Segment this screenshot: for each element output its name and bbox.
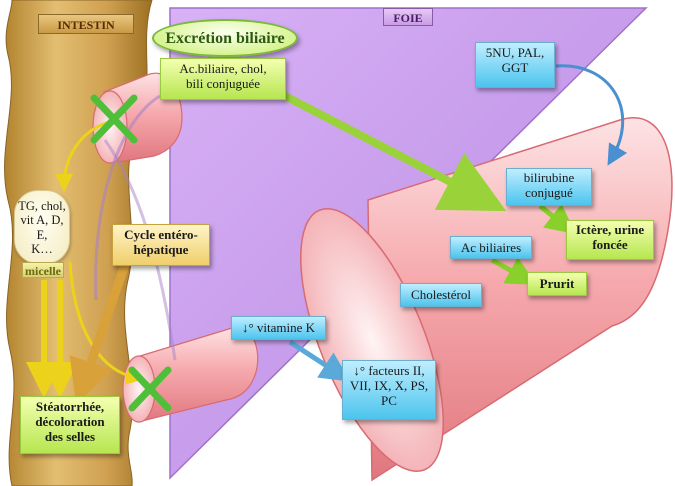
bile-duct-tube-lower (122, 326, 259, 423)
cycle-line: Cycle entéro- (124, 227, 198, 242)
arrow-to-lower-tube (68, 261, 144, 386)
steatorrhee-line: décoloration (35, 413, 105, 429)
arrow-bilirubine-to-ictere (538, 203, 576, 235)
ac-biliaires-box: Ac biliaires (450, 236, 532, 259)
bilirubine-line: conjugué (525, 184, 573, 200)
arrow-markers-to-bilirubine (555, 64, 628, 166)
steatorrhee-line: Stéatorrhée, (35, 399, 105, 414)
excretion-biliaire-badge: Excrétion biliaire (152, 19, 298, 57)
micelle-label: micelle (22, 262, 64, 278)
arrow-excretion-to-liver (260, 80, 507, 212)
tg-line: TG, chol, (18, 199, 66, 213)
ac-biliaire-line: Ac.biliaire, chol, (179, 61, 267, 76)
tg-line: K… (31, 242, 53, 257)
lipids-vitamins-bubble: TG, chol, vit A, D, E, K… (14, 190, 70, 264)
arrow-acbil-to-prurit (490, 257, 537, 285)
facteurs-line: VII, IX, X, PS, (349, 377, 429, 393)
arrow-cycle-to-steatorrhee (69, 260, 131, 405)
steatorrhee-box: Stéatorrhée, décoloration des selles (20, 396, 120, 454)
facteurs-line: ↓° facteurs II, (353, 363, 425, 378)
markers-line: 5NU, PAL, (485, 45, 545, 60)
ac-biliaire-line: bili conjuguée (185, 75, 260, 91)
ictere-line: Ictère, urine (575, 222, 645, 237)
vitamine-k-box: ↓° vitamine K (231, 316, 326, 340)
cycle-line: hépatique (133, 241, 189, 257)
facteurs-box: ↓° facteurs II, VII, IX, X, PS, PC (342, 360, 436, 420)
faint-flow-line (94, 94, 161, 301)
cholesterol-box: Cholestérol (400, 283, 482, 307)
block-cross-lower (128, 366, 172, 412)
markers-line: GGT (501, 59, 529, 75)
foie-label: FOIE (383, 8, 433, 26)
arrow-vitk-to-facteurs (288, 339, 351, 382)
steatorrhee-line: des selles (44, 428, 96, 444)
ictere-line: foncée (592, 236, 628, 252)
bilirubine-box: bilirubine conjugué (506, 168, 592, 206)
facteurs-line: PC (381, 392, 397, 408)
arrow-to-tg (55, 120, 111, 192)
tg-line: vit A, D, E, (20, 213, 64, 242)
bilirubine-line: bilirubine (523, 170, 575, 185)
ac-biliaire-box: Ac.biliaire, chol, bili conjuguée (160, 58, 286, 100)
lab-markers-box: 5NU, PAL, GGT (475, 42, 555, 88)
intestin-label: INTESTIN (38, 14, 134, 34)
ictere-box: Ictère, urine foncée (566, 220, 654, 260)
cycle-entero-hepatique-box: Cycle entéro- hépatique (112, 224, 210, 266)
prurit-box: Prurit (527, 272, 587, 296)
block-cross-upper (90, 94, 138, 144)
